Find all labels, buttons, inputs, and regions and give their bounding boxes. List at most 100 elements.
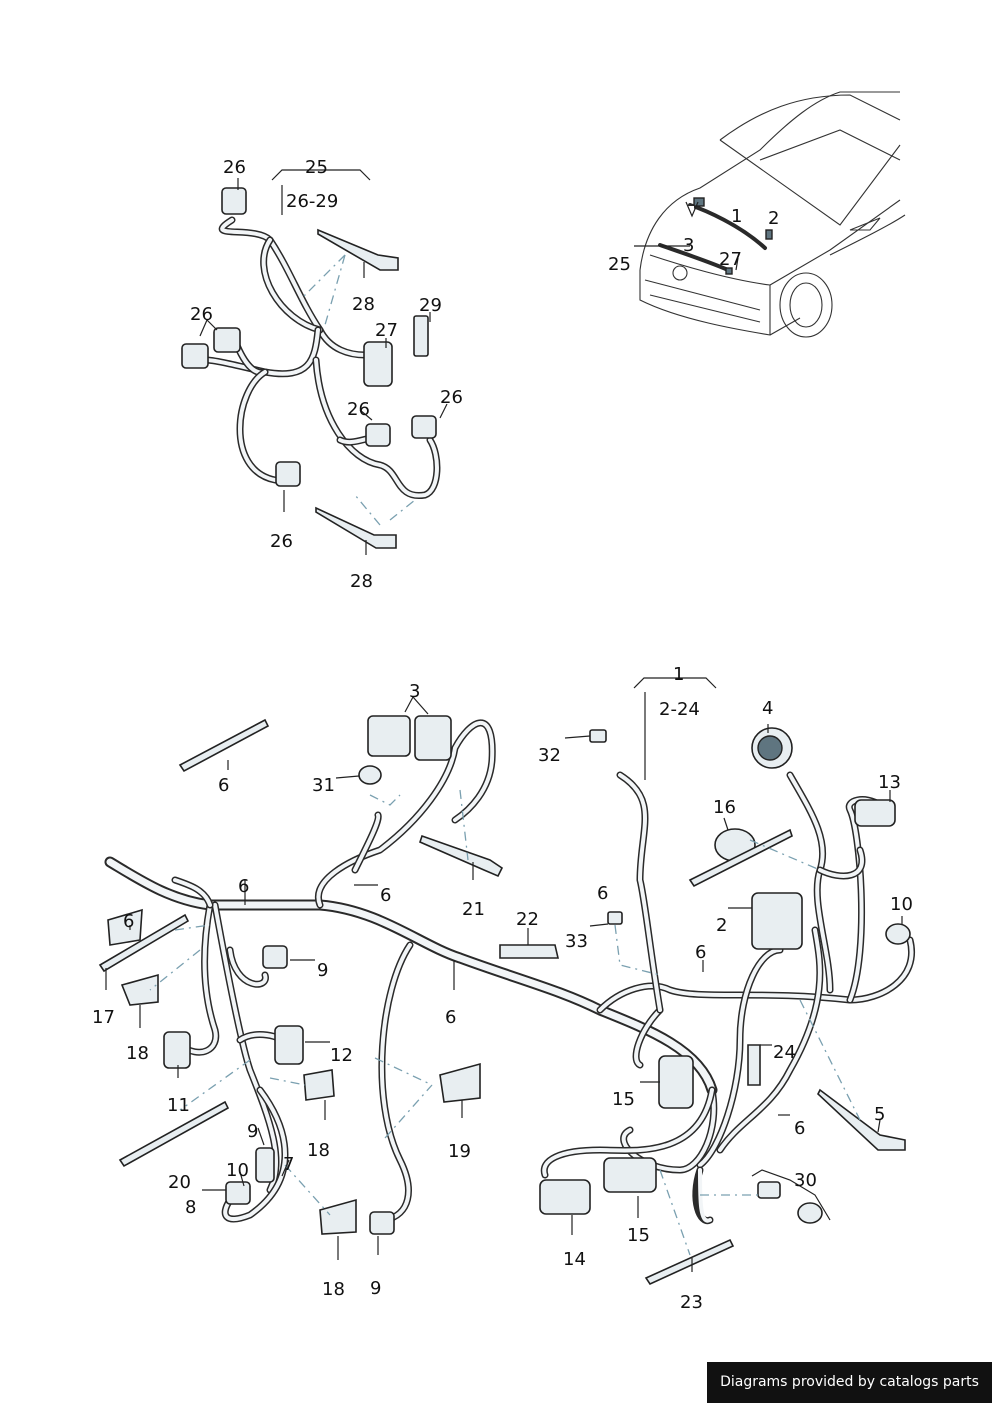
control-unit-2 xyxy=(751,892,803,950)
attribution-banner: Diagrams provided by catalogs parts xyxy=(707,1362,992,1403)
cable-tie-5 xyxy=(817,1088,906,1151)
callout-5: 5 xyxy=(874,1104,885,1125)
callout-6: 6 xyxy=(794,1118,805,1139)
sensor-connector-26 xyxy=(411,415,437,439)
callout-10: 10 xyxy=(226,1160,249,1181)
holder-18 xyxy=(319,1198,357,1235)
callout-30: 30 xyxy=(794,1170,817,1191)
callout-15: 15 xyxy=(612,1089,635,1110)
holder-19 xyxy=(439,1062,481,1103)
callout-6: 6 xyxy=(597,883,608,904)
connector-14 xyxy=(539,1179,591,1215)
callout-1: 1 xyxy=(673,664,684,685)
callout-26-29: 26-29 xyxy=(286,191,338,212)
bolt-33 xyxy=(607,911,623,925)
sensor-10 xyxy=(885,923,911,945)
connector-15 xyxy=(603,1157,657,1193)
callout-21: 21 xyxy=(462,899,485,920)
callout-9: 9 xyxy=(370,1278,381,1299)
engine-control-connector-3 xyxy=(414,715,452,761)
callout-18: 18 xyxy=(322,1279,345,1300)
callout-2-24: 2-24 xyxy=(659,699,700,720)
callout-28: 28 xyxy=(350,571,373,592)
callout-16: 16 xyxy=(713,797,736,818)
cable-tie-16 xyxy=(688,828,793,888)
callout-3: 3 xyxy=(409,681,420,702)
engine-control-connector-3 xyxy=(367,715,411,757)
callout-20: 20 xyxy=(168,1172,191,1193)
callout-17: 17 xyxy=(92,1007,115,1028)
callout-27: 27 xyxy=(375,320,398,341)
callout-33: 33 xyxy=(565,931,588,952)
connector-18-left xyxy=(163,1031,191,1069)
cable-tie-20 xyxy=(118,1100,230,1168)
callout-9: 9 xyxy=(317,960,328,981)
bolt-32 xyxy=(589,729,607,743)
callout-10: 10 xyxy=(890,894,913,915)
sensor-connector-26 xyxy=(213,327,241,353)
front-sensor-harness-drawing xyxy=(181,169,448,555)
connector-12 xyxy=(274,1025,304,1065)
callout-2: 2 xyxy=(768,208,779,229)
sensor-connector-26 xyxy=(221,187,247,215)
callout-25: 25 xyxy=(608,254,631,275)
holder-18 xyxy=(303,1069,335,1101)
callout-6: 6 xyxy=(218,775,229,796)
nut-30 xyxy=(797,1202,823,1224)
callout-25: 25 xyxy=(305,157,328,178)
main-connector-27 xyxy=(363,341,393,387)
bracket-24 xyxy=(747,1044,761,1086)
callout-24: 24 xyxy=(773,1042,796,1063)
callout-26: 26 xyxy=(347,399,370,420)
callout-12: 12 xyxy=(330,1045,353,1066)
sensor-connector-26 xyxy=(365,423,391,447)
callout-32: 32 xyxy=(538,745,561,766)
engine-compartment-harness-drawing xyxy=(98,677,916,1286)
connector-13 xyxy=(854,799,896,827)
connector-9 xyxy=(369,1211,395,1235)
callout-28: 28 xyxy=(352,294,375,315)
callout-6: 6 xyxy=(445,1007,456,1028)
callout-13: 13 xyxy=(878,772,901,793)
holder-6 xyxy=(107,908,143,946)
connector-10 xyxy=(225,1181,251,1205)
bolt-30 xyxy=(757,1181,781,1199)
cable-tie-28 xyxy=(317,228,399,271)
callout-22: 22 xyxy=(516,909,539,930)
connector-15 xyxy=(658,1055,694,1109)
callout-8: 8 xyxy=(185,1197,196,1218)
callout-9: 9 xyxy=(247,1121,258,1142)
callout-6: 6 xyxy=(695,942,706,963)
callout-4: 4 xyxy=(762,698,773,719)
callout-23: 23 xyxy=(680,1292,703,1313)
cable-tie-28 xyxy=(315,506,397,549)
connector-9 xyxy=(255,1147,275,1183)
callout-6: 6 xyxy=(380,885,391,906)
callout-6: 6 xyxy=(123,911,134,932)
callout-31: 31 xyxy=(312,775,335,796)
callout-2: 2 xyxy=(716,915,727,936)
callout-14: 14 xyxy=(563,1249,586,1270)
bracket-29 xyxy=(413,315,429,357)
sensor-connector-26 xyxy=(181,343,209,369)
cable-tie-6 xyxy=(178,718,270,773)
callout-29: 29 xyxy=(419,295,442,316)
bracket-22 xyxy=(499,944,560,959)
vehicle-location-illustration xyxy=(634,91,906,338)
cable-tie-21 xyxy=(419,834,504,878)
callout-7: 7 xyxy=(283,1154,294,1175)
callout-3: 3 xyxy=(683,235,694,256)
callout-11: 11 xyxy=(167,1095,190,1116)
callout-26: 26 xyxy=(190,304,213,325)
callout-15: 15 xyxy=(627,1225,650,1246)
connector-9 xyxy=(262,945,288,969)
sensor-connector-26 xyxy=(275,461,301,487)
callout-1: 1 xyxy=(731,206,742,227)
callout-18: 18 xyxy=(126,1043,149,1064)
nut-31 xyxy=(358,765,382,785)
cable-tie-17 xyxy=(98,913,190,973)
callout-19: 19 xyxy=(448,1141,471,1162)
callout-26: 26 xyxy=(270,531,293,552)
callout-6: 6 xyxy=(238,876,249,897)
